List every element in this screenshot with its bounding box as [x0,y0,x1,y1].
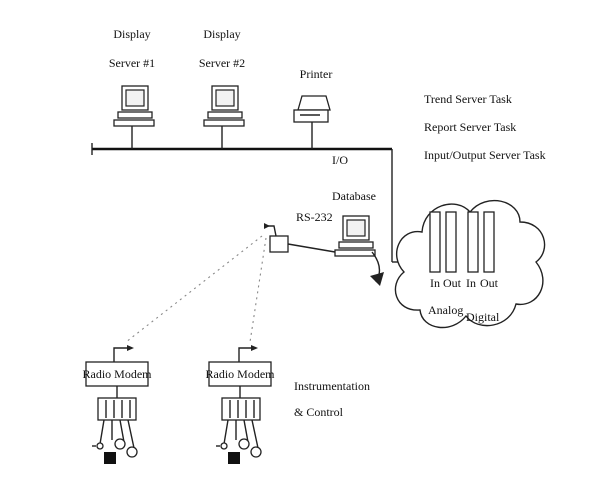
rs232-label: RS-232 [296,210,333,224]
radio-link-1 [125,235,263,343]
task-report-server: Report Server Task [424,120,516,134]
plc-rack-icon [97,397,137,421]
plc-rack-icon [221,397,261,421]
antenna-tip-icon [127,345,134,351]
analog-label: Analog [428,303,463,317]
antenna-tip-icon [264,223,270,229]
digital-in-label: In [466,276,476,290]
display-server-1-label-line2: Server #1 [109,56,155,70]
rs232-link [287,243,336,253]
digital-out-label: Out [480,276,499,290]
radio-link-2 [249,237,267,343]
radio-modem-1-label: Radio Modem [83,367,153,381]
digital-io-rack: In Out Digital [466,211,500,324]
printer: Printer [293,67,333,149]
remote-station-2: Radio Modem [206,345,276,464]
analog-out-module [445,211,457,273]
display-server-2-label-line1: Display [203,27,240,41]
remote-station-1: Radio Modem [83,345,153,464]
antenna-icon [268,225,277,237]
task-trend-server: Trend Server Task [424,92,512,106]
io-database: I/O Database [332,153,384,286]
computer-icon [113,85,155,127]
computer-icon [203,85,245,127]
antenna-tip-icon [251,345,258,351]
io-label-line2: Database [332,189,376,203]
instrumentation-label-line1: Instrumentation [294,379,370,393]
analog-in-label: In [430,276,440,290]
display-server-2: Display Server #2 [199,27,245,149]
printer-icon [293,95,331,123]
display-server-2-label-line2: Server #2 [199,56,245,70]
printer-label: Printer [300,67,333,81]
display-server-1-label-line1: Display [113,27,150,41]
field-instruments-icon [92,419,138,464]
instrumentation-label-line2: & Control [294,405,344,419]
io-label-line1: I/O [332,153,348,167]
display-server-1: Display Server #1 [109,27,155,149]
radio-modem-1-box [85,361,149,387]
field-instruments-icon [216,419,262,464]
digital-out-module [483,211,495,273]
antenna-icon [238,347,252,362]
digital-label: Digital [466,310,500,324]
analog-io-rack: In Out Analog [428,211,463,317]
computer-icon [334,215,376,257]
antenna-icon [113,347,128,362]
radio-modem-2-label: Radio Modem [206,367,276,381]
rs232-converter [269,235,289,253]
digital-in-module [467,211,479,273]
analog-out-label: Out [443,276,462,290]
task-io-server: Input/Output Server Task [424,148,546,162]
arrowhead-icon [370,272,384,286]
analog-in-module [429,211,441,273]
